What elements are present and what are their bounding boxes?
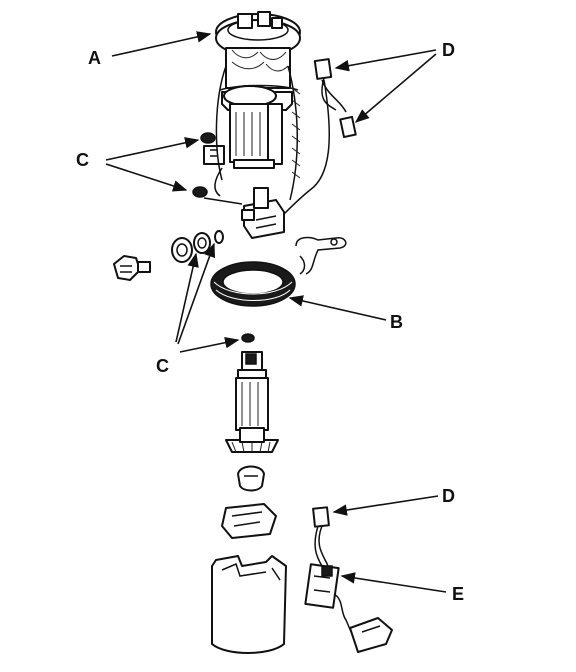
pump-module-frame-rods <box>214 65 301 201</box>
fuel-strainer-cup <box>211 555 287 654</box>
label-c-bottom: C <box>156 356 169 376</box>
pump-retainer <box>237 465 265 492</box>
washer-set <box>171 230 224 263</box>
pump-module-outlet-bracket <box>203 187 285 239</box>
label-d-top: D <box>442 40 455 60</box>
pump-module-flange <box>215 11 301 91</box>
fuel-line-fitting <box>113 255 151 281</box>
pump-module-body <box>203 85 293 169</box>
retaining-clip <box>295 236 347 275</box>
seal-ring <box>210 261 296 307</box>
label-c-top: C <box>76 150 89 170</box>
o-ring-upper <box>192 132 216 198</box>
label-b: B <box>390 312 403 332</box>
o-ring-lower <box>241 333 255 343</box>
label-a: A <box>88 48 101 68</box>
label-d-bottom: D <box>442 486 455 506</box>
fuel-gauge-sender <box>304 563 393 653</box>
wire-harness-upper <box>283 58 357 215</box>
pump-cushion <box>221 503 277 539</box>
leader-lines <box>105 31 447 593</box>
label-e: E <box>452 584 464 604</box>
wire-harness-lower <box>312 506 330 567</box>
fuel-pump-motor <box>225 351 279 453</box>
